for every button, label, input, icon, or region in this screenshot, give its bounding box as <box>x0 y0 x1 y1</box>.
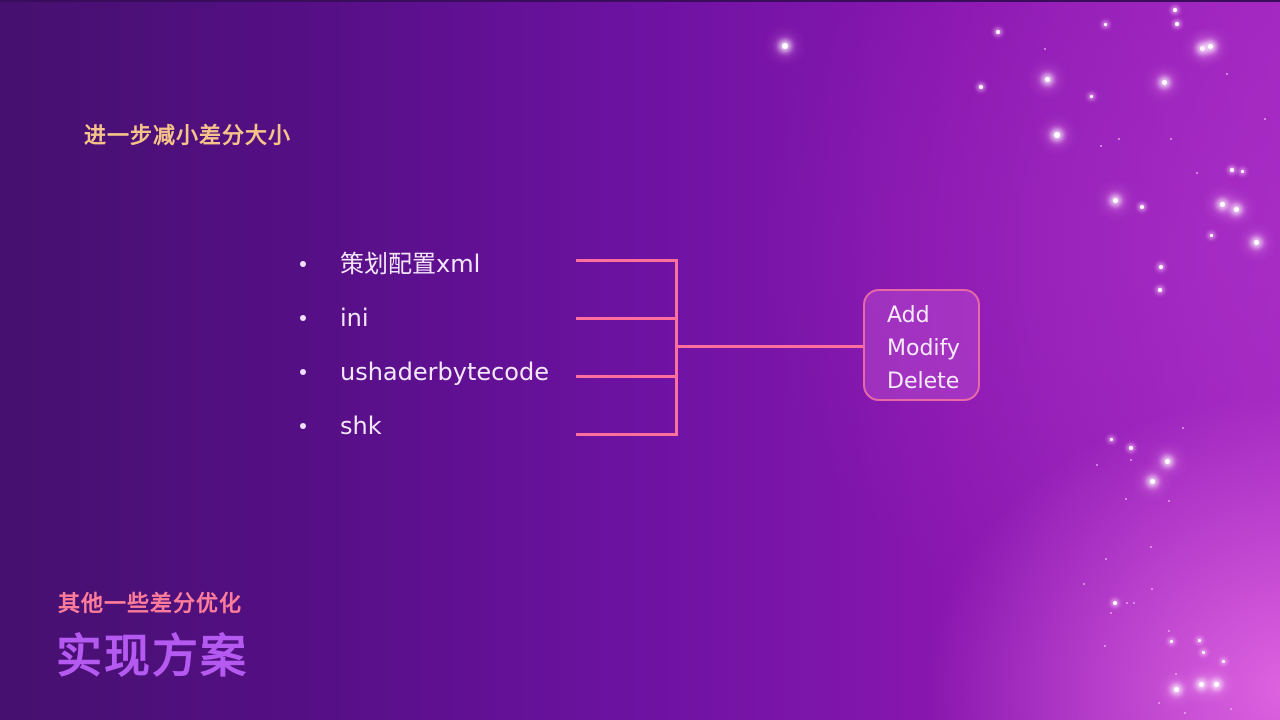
star-icon <box>1198 639 1201 642</box>
operation-modify: Modify <box>887 336 960 361</box>
star-icon <box>1110 612 1112 614</box>
star-icon <box>1113 601 1117 605</box>
star-icon <box>1254 240 1259 245</box>
operation-delete: Delete <box>887 369 960 394</box>
star-icon <box>1234 207 1239 212</box>
star-icon <box>1083 583 1085 585</box>
bullet-icon <box>300 423 306 429</box>
star-icon <box>979 85 983 89</box>
star-icon <box>1104 23 1107 26</box>
star-icon <box>1110 438 1113 441</box>
list-item: 策划配置xml <box>298 246 549 300</box>
star-icon <box>1150 546 1152 548</box>
star-icon <box>1118 138 1120 140</box>
list-item-label: ini <box>340 304 369 332</box>
star-icon <box>1170 138 1172 140</box>
star-icon <box>1090 95 1093 98</box>
star-icon <box>1100 145 1102 147</box>
section-label: 其他一些差分优化 <box>58 592 243 617</box>
star-icon <box>1175 673 1177 675</box>
star-icon <box>1096 464 1098 466</box>
star-icon <box>1226 73 1228 75</box>
star-icon <box>1208 44 1213 49</box>
section-title: 实现方案 <box>56 629 248 683</box>
star-icon <box>1150 479 1155 484</box>
star-icon <box>1264 118 1266 120</box>
connector-line <box>576 259 678 262</box>
list-item: ini <box>298 300 549 354</box>
star-icon <box>1220 202 1225 207</box>
star-icon <box>1200 46 1205 51</box>
star-icon <box>1196 172 1198 174</box>
star-icon <box>1158 288 1162 292</box>
list-item-label: shk <box>340 412 382 440</box>
star-icon <box>1159 265 1163 269</box>
star-icon <box>1182 427 1184 429</box>
star-icon <box>782 43 788 49</box>
star-icon <box>1170 640 1173 643</box>
star-icon <box>1130 459 1132 461</box>
file-type-list: 策划配置xml ini ushaderbytecode shk <box>298 246 549 462</box>
top-border <box>0 0 1280 2</box>
list-item-label: ushaderbytecode <box>340 358 549 386</box>
slide-subtitle: 进一步减小差分大小 <box>84 124 292 149</box>
bullet-icon <box>300 315 306 321</box>
star-icon <box>1044 48 1046 50</box>
list-item-label: 策划配置xml <box>340 250 481 278</box>
star-icon <box>1230 708 1232 710</box>
list-item: ushaderbytecode <box>298 354 549 408</box>
star-icon <box>1168 630 1170 632</box>
star-icon <box>1104 645 1106 647</box>
star-icon <box>1151 588 1153 590</box>
star-icon <box>1173 8 1177 12</box>
star-icon <box>1158 702 1160 704</box>
star-icon <box>1202 651 1205 654</box>
star-icon <box>1174 687 1179 692</box>
star-icon <box>1210 234 1213 237</box>
star-icon <box>1162 80 1167 85</box>
star-icon <box>1175 22 1179 26</box>
star-icon <box>1230 168 1234 172</box>
star-icon <box>996 30 1000 34</box>
star-icon <box>1126 602 1128 604</box>
star-icon <box>1168 500 1170 502</box>
star-icon <box>1045 77 1050 82</box>
star-icon <box>1140 205 1144 209</box>
star-icon <box>1129 446 1133 450</box>
connector-line <box>576 433 678 436</box>
star-icon <box>1184 712 1186 714</box>
connector-line <box>576 375 678 378</box>
bullet-icon <box>300 261 306 267</box>
star-icon <box>1125 498 1127 500</box>
star-icon <box>1105 558 1107 560</box>
connector-line <box>576 317 678 320</box>
connector-line <box>675 345 864 348</box>
star-icon <box>1199 682 1204 687</box>
star-icon <box>1214 682 1219 687</box>
star-icon <box>1133 602 1135 604</box>
list-item: shk <box>298 408 549 462</box>
operation-add: Add <box>887 303 930 328</box>
operations-box: Add Modify Delete <box>863 289 980 401</box>
star-icon <box>1241 170 1244 173</box>
bullet-icon <box>300 369 306 375</box>
star-icon <box>1222 660 1225 663</box>
star-icon <box>1054 132 1060 138</box>
star-icon <box>1113 198 1118 203</box>
star-icon <box>1165 459 1170 464</box>
